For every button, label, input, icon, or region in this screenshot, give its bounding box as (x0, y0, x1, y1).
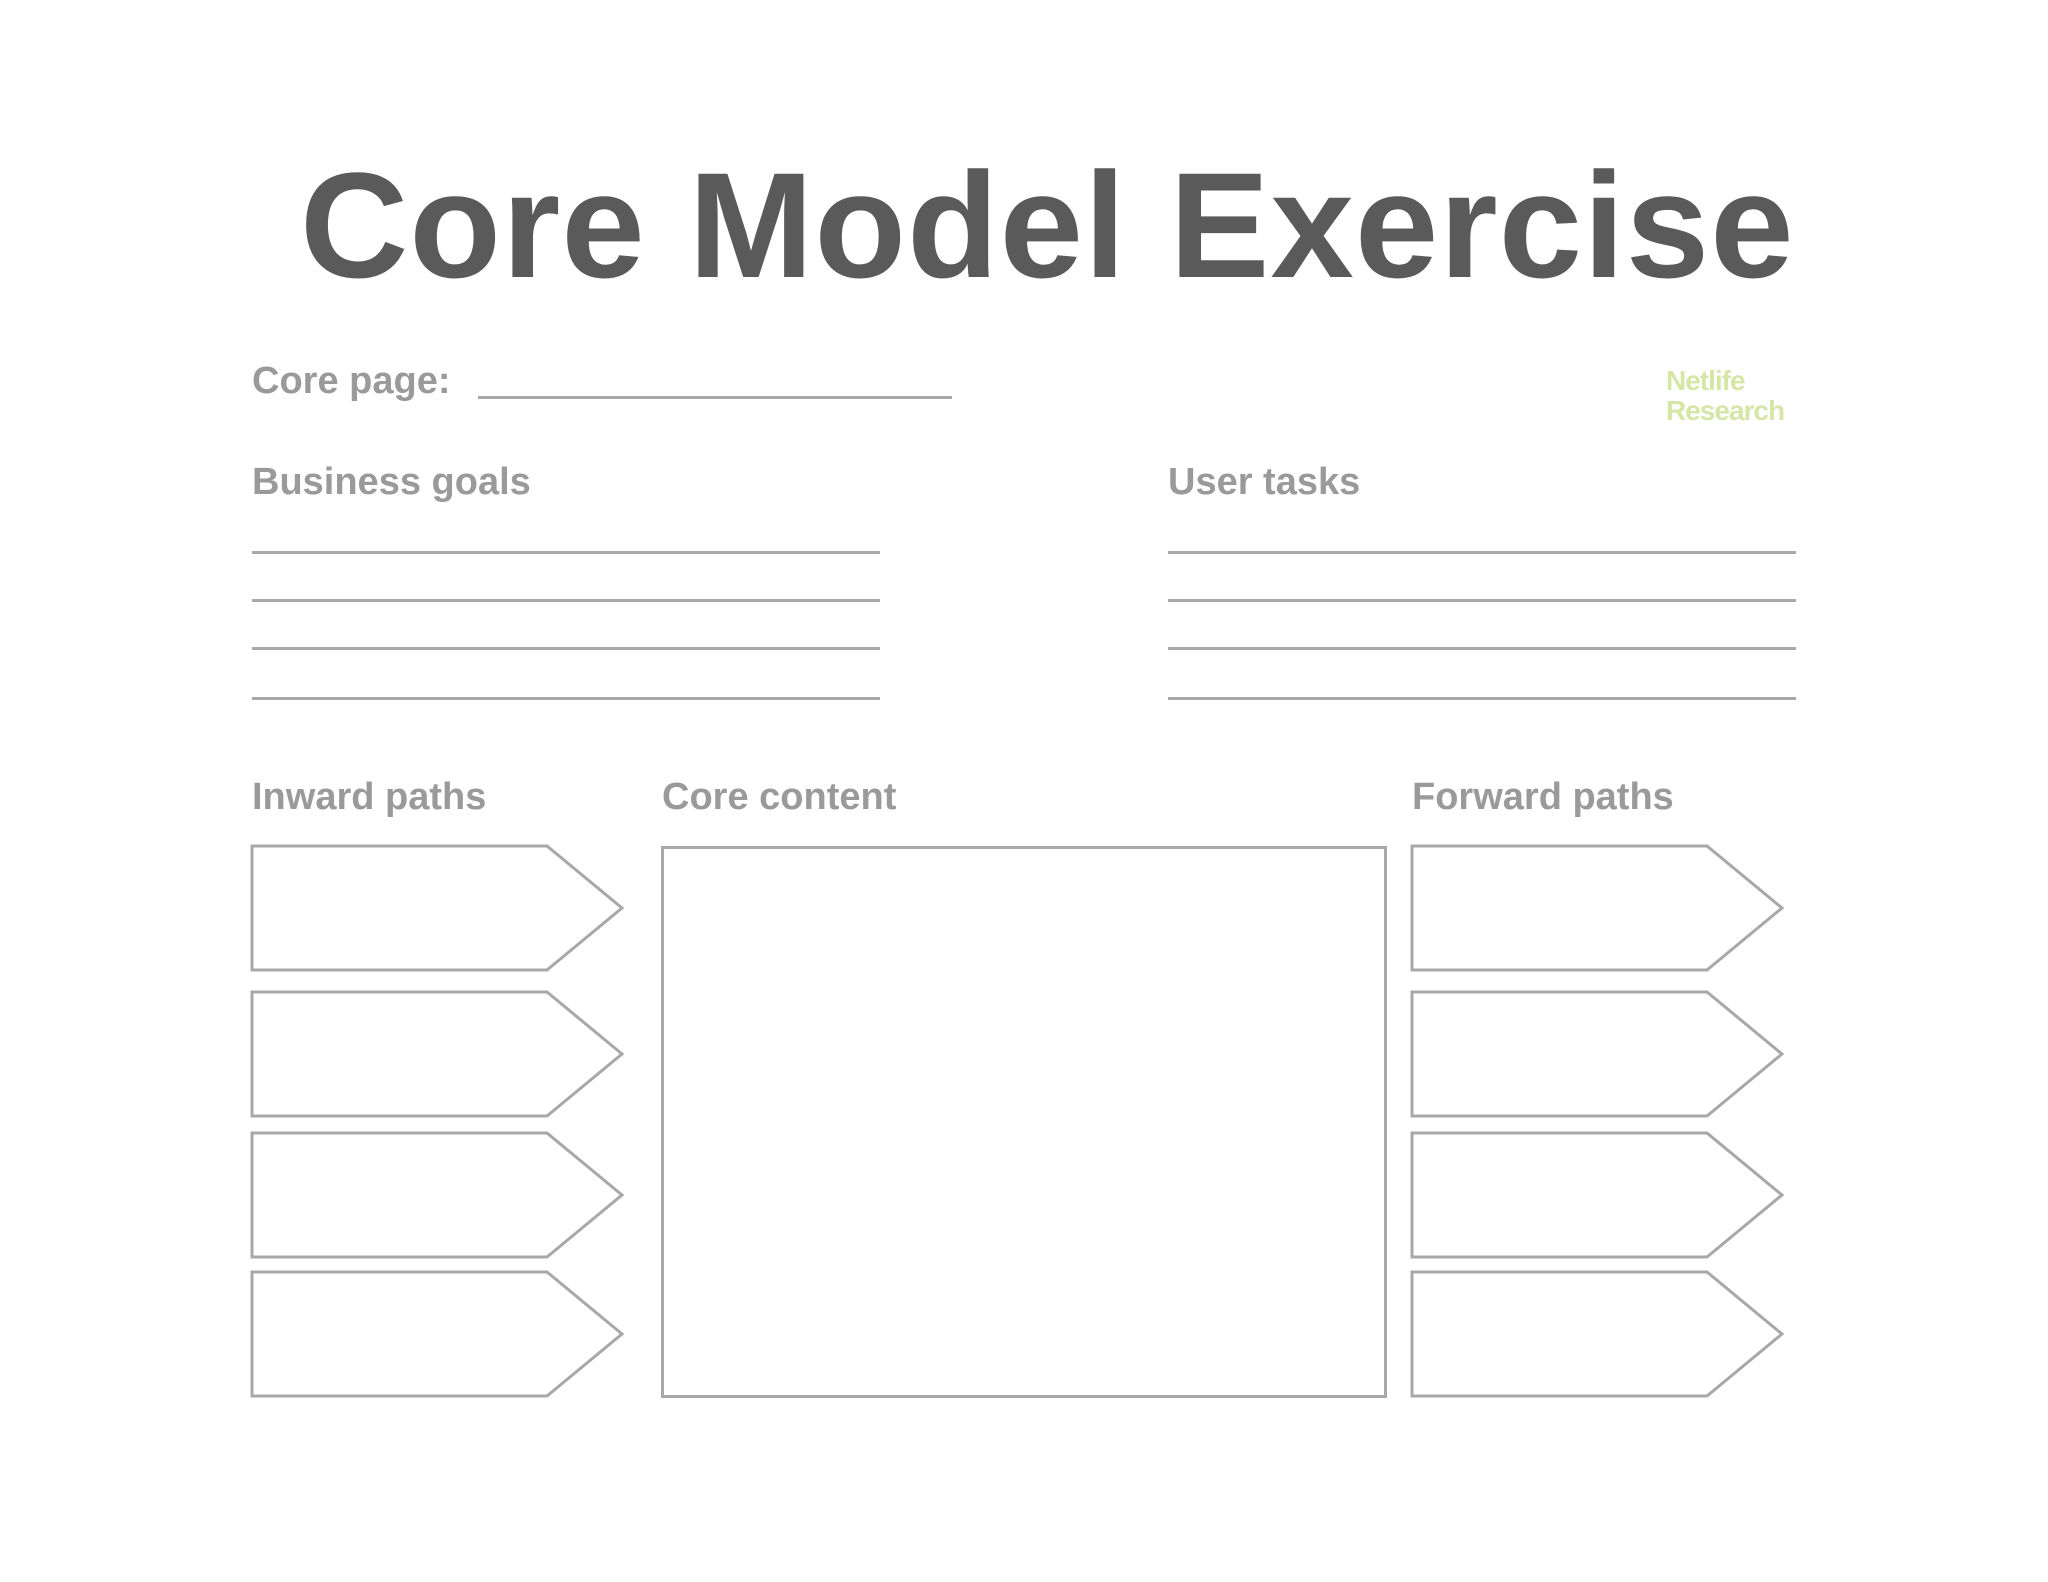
user-tasks-line[interactable] (1168, 551, 1796, 554)
user-tasks-line[interactable] (1168, 697, 1796, 700)
user-tasks-line[interactable] (1168, 599, 1796, 602)
core-content-label: Core content (662, 776, 897, 818)
core-page-label: Core page: (252, 360, 451, 402)
logo-line-1: Netlife (1666, 365, 1746, 396)
forward-path-arrow[interactable] (1410, 990, 1785, 1118)
business-goals-line[interactable] (252, 647, 880, 650)
core-content-box[interactable] (661, 846, 1387, 1398)
forward-paths-label: Forward paths (1412, 776, 1674, 818)
inward-path-arrow[interactable] (250, 1270, 625, 1398)
inward-path-arrow[interactable] (250, 844, 625, 972)
netlife-research-logo: Netlife Research (1666, 365, 1785, 426)
forward-path-arrow[interactable] (1410, 1131, 1785, 1259)
core-page-input-line[interactable] (478, 396, 952, 399)
logo-line-2: Research (1666, 395, 1785, 426)
business-goals-line[interactable] (252, 697, 880, 700)
user-tasks-label: User tasks (1168, 461, 1361, 503)
inward-path-arrow[interactable] (250, 1131, 625, 1259)
business-goals-line[interactable] (252, 599, 880, 602)
business-goals-label: Business goals (252, 461, 531, 503)
forward-path-arrow[interactable] (1410, 1270, 1785, 1398)
user-tasks-line[interactable] (1168, 647, 1796, 650)
forward-path-arrow[interactable] (1410, 844, 1785, 972)
business-goals-line[interactable] (252, 551, 880, 554)
inward-path-arrow[interactable] (250, 990, 625, 1118)
page-title: Core Model Exercise (300, 141, 1795, 309)
inward-paths-label: Inward paths (252, 776, 487, 818)
